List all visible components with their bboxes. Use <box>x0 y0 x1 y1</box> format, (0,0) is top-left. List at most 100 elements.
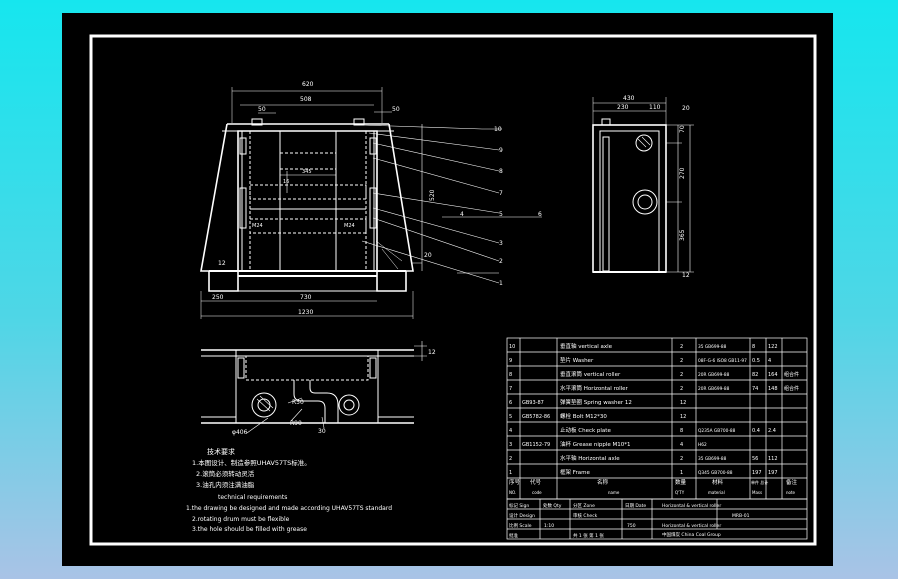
callout-7: 7 <box>499 190 503 197</box>
dim-roller-length: 345 <box>302 169 312 175</box>
bom-cell-qty: 1 <box>680 470 683 476</box>
bom-cell-qty: 12 <box>680 400 686 406</box>
bom-cell-w2: 4 <box>768 358 771 364</box>
tb-scale: 1:10 <box>544 523 554 529</box>
bom-cell-no: 6 <box>509 400 512 406</box>
bom-cell-w2: 164 <box>768 372 778 378</box>
bom-cell-name: 弹簧垫圈 Spring washer 12 <box>560 398 632 406</box>
bom-table <box>506 337 808 500</box>
bom-cell-qty: 4 <box>680 442 683 448</box>
bom-cell-w1: 0.5 <box>752 358 760 364</box>
tb-scale-label: 比例 Scale <box>509 522 532 529</box>
bom-header-weight-en: Mass <box>752 490 762 495</box>
tb-right-top: Horizontal & vertical roller <box>662 503 721 509</box>
bom-header-material-en: material <box>708 490 725 495</box>
bom-cell-note: 组合件 <box>784 385 799 392</box>
dim-mid-small: 16 <box>283 179 289 185</box>
notes-cn-line2: 2.滚筒必须转动灵活 <box>196 469 255 478</box>
bom-cell-w1: 197 <box>752 470 762 476</box>
bom-cell-name: 水平滚筒 Horizontal roller <box>560 384 629 392</box>
plan-dim-r50: R50 <box>292 399 304 406</box>
bom-cell-material: 35 GB699-88 <box>698 344 727 350</box>
bom-cell-code: GB93-87 <box>522 400 544 406</box>
side-view <box>592 97 694 273</box>
dim-base-span: 730 <box>300 294 312 301</box>
dim-inner-width: 508 <box>300 96 312 103</box>
callout-4: 4 <box>460 211 464 218</box>
plan-dim-12: 12 <box>428 349 436 356</box>
bom-cell-material: 20R GB699-88 <box>698 372 730 378</box>
side-dim-width: 430 <box>623 95 635 102</box>
bom-cell-w2: 148 <box>768 386 778 392</box>
dim-total: 1230 <box>298 309 313 316</box>
bom-cell-name: 止动板 Check plate <box>560 426 611 434</box>
bom-header-qty: 数量 <box>675 478 687 486</box>
notes-en-line3: 3.the hole should be filled with grease <box>192 526 307 533</box>
callout-9: 9 <box>499 147 503 154</box>
cad-drawing: 620 508 50 50 345 16 520 M24 M24 12 20 2… <box>89 34 817 546</box>
plan-view <box>201 341 427 434</box>
tb-approved: 批准 <box>509 532 518 539</box>
callout-1: 1 <box>499 280 503 287</box>
callout-2: 2 <box>499 258 503 265</box>
tb-company-line2: 中国煤炭 China Coal Group <box>662 531 721 538</box>
bom-cell-name: 螺栓 Bolt M12*30 <box>560 412 607 420</box>
dim-side-left: 12 <box>218 260 226 267</box>
bom-cell-name: 垂直滚筒 vertical roller <box>560 370 621 378</box>
bom-cell-qty: 2 <box>680 344 683 350</box>
bom-cell-w1: 74 <box>752 386 758 392</box>
bom-cell-w1: 0.4 <box>752 428 760 434</box>
bom-cell-name: 框架 Frame <box>560 468 591 476</box>
plan-dim-phi: φ406 <box>232 429 248 436</box>
callout-8: 8 <box>499 168 503 175</box>
bom-cell-no: 7 <box>509 386 512 392</box>
dim-left-small: 50 <box>258 106 266 113</box>
notes-cn-title: 技术要求 <box>207 447 235 456</box>
technical-notes: 技术要求 1.本图设计、制造参照UHAV57TS标准。 2.滚筒必须转动灵活 3… <box>186 447 392 533</box>
bom-cell-qty: 2 <box>680 456 683 462</box>
bom-cell-qty: 2 <box>680 372 683 378</box>
bom-cell-w1: 8 <box>752 344 755 350</box>
callout-labels: 10 9 8 7 6 5 4 3 2 1 <box>460 126 542 287</box>
bom-cell-name: 垂直轴 vertical axle <box>560 342 613 350</box>
dim-left-bolt: M24 <box>252 223 263 229</box>
bom-cell-w1: 82 <box>752 372 758 378</box>
tb-row1-d: 日期 Date <box>625 503 646 509</box>
side-dim-r3: 365 <box>679 229 686 241</box>
dim-base-left: 250 <box>212 294 224 301</box>
plan-dim-r90: R90 <box>290 420 302 427</box>
bom-cell-material: H62 <box>698 442 707 448</box>
bom-cell-no: 9 <box>509 358 512 364</box>
drawing-sheet: 620 508 50 50 345 16 520 M24 M24 12 20 2… <box>62 13 833 566</box>
bom-cell-qty: 12 <box>680 414 686 420</box>
bom-cell-no: 8 <box>509 372 512 378</box>
bom-cell-material: Q235A GB700-88 <box>698 428 736 434</box>
side-dim-bottom: 12 <box>682 272 690 279</box>
bom-cell-code: GB1152-79 <box>522 442 550 448</box>
callout-3: 3 <box>499 240 503 247</box>
bom-cell-qty: 8 <box>680 428 683 434</box>
bom-cell-material: 35 GB699-88 <box>698 456 727 462</box>
dim-right-small: 50 <box>392 106 400 113</box>
bom-header-code: 代号 <box>530 478 542 486</box>
title-block-text: 标记 Sign 处数 Qty 分区 Zone 日期 Date 设计 Design… <box>509 502 750 539</box>
bom-header-no: 序号 <box>509 478 521 486</box>
notes-en-line2: 2.rotating drum must be flexible <box>192 516 290 523</box>
bom-cell-qty: 2 <box>680 358 683 364</box>
bom-rows <box>507 351 807 479</box>
side-dim-small: 110 <box>649 104 661 111</box>
bom-cell-no: 3 <box>509 442 512 448</box>
bom-cell-no: 4 <box>509 428 512 434</box>
bom-header-code-en: code <box>532 490 542 495</box>
tb-drawing-no: MRB-01 <box>732 513 750 519</box>
bom-cell-material: 20R GB699-88 <box>698 386 730 392</box>
dim-side-right: 20 <box>424 252 432 259</box>
bom-cell-name: 油杯 Grease nipple M10*1 <box>560 440 631 448</box>
callout-10: 10 <box>494 126 502 133</box>
dim-overall-width: 620 <box>302 81 314 88</box>
side-dim-inner: 230 <box>617 104 629 111</box>
tb-check: 审核 Check <box>573 512 598 519</box>
bom-cell-no: 2 <box>509 456 512 462</box>
dim-right-bolt: M24 <box>344 223 355 229</box>
